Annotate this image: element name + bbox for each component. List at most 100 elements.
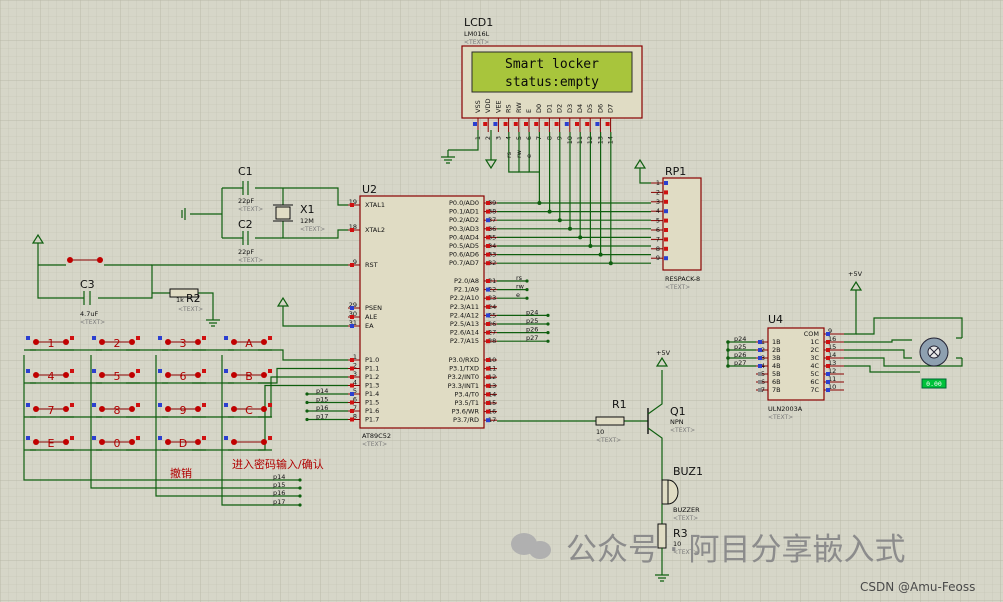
mcu-left-pin-state — [350, 315, 354, 319]
lcd-pin-state — [473, 122, 477, 126]
key-contact — [33, 372, 39, 378]
key-pin-state — [158, 403, 162, 407]
net-end-dot — [546, 331, 550, 335]
net-end-dot — [546, 322, 550, 326]
junction-dot — [547, 209, 552, 214]
keypad-key[interactable]: 8 — [92, 403, 140, 418]
key-contact — [165, 372, 171, 378]
net-end-dot — [298, 478, 302, 482]
u4-left-pin-name: 3B — [772, 354, 781, 362]
mcu-right-pin-name: P3.0/RXD — [449, 356, 479, 364]
key-contact — [99, 372, 105, 378]
keypad-key[interactable]: 7 — [26, 403, 74, 418]
mcu-left-pin-state — [350, 203, 354, 207]
mcu-right-pin-state — [486, 392, 490, 397]
mcu-left-pin-number: 9 — [353, 258, 357, 266]
lcd-pin-name: D7 — [607, 104, 615, 113]
keypad-key[interactable]: 6 — [158, 369, 206, 384]
r2-resistor — [169, 288, 199, 298]
keypad-key[interactable]: 2 — [92, 336, 140, 351]
mcu-left-pin-number: 7 — [353, 404, 357, 412]
keypad-key[interactable]: 3 — [158, 336, 206, 351]
junction-dot — [598, 252, 603, 257]
keypad-key[interactable]: 1 — [26, 336, 74, 351]
keypad-key[interactable]: B — [224, 369, 272, 384]
rp1-pin-number: 9 — [656, 254, 660, 262]
mcu-left-pin-number: 1 — [353, 353, 357, 361]
lcd-pin-state — [493, 122, 498, 126]
u4-left-pin-name: 4B — [772, 362, 781, 370]
mcu-left-pin-name: P1.6 — [365, 407, 379, 415]
u4-left-pin-state — [758, 364, 762, 368]
stepper-motor[interactable]: 0.00 — [844, 317, 963, 389]
buz1-ref: BUZ1 — [673, 465, 703, 478]
key-contact — [261, 372, 267, 378]
watermark-text: 公众号 · 阿目分享嵌入式 — [566, 532, 906, 568]
keypad-key[interactable] — [224, 436, 272, 451]
keypad-key[interactable]: 9 — [158, 403, 206, 418]
mcu-right-pin-state — [486, 409, 490, 414]
mcu-left-pin-number: 31 — [349, 319, 357, 327]
lcd-pin-name: RS — [505, 104, 513, 113]
u4-input-net: p27 — [734, 359, 746, 367]
mcu-left-pin-number: 8 — [353, 413, 357, 421]
p2-net-label: p25 — [526, 317, 538, 325]
keypad-key[interactable]: D — [158, 436, 206, 451]
u4-model: ULN2003A — [768, 405, 803, 413]
rp1-pin-number: 6 — [656, 226, 660, 234]
mcu-right-pin-name: P0.2/AD2 — [449, 216, 479, 224]
mcu-right-pin-number: 28 — [488, 337, 496, 345]
keypad-key[interactable]: E — [26, 436, 74, 451]
keypad-key[interactable]: 0 — [92, 436, 140, 451]
lcd-ctrl-net: rw — [515, 149, 523, 158]
keypad-key[interactable]: C — [224, 403, 272, 418]
key-pin-state — [26, 369, 30, 373]
lcd-pin-state — [513, 122, 518, 126]
mcu-left-pin-number: 29 — [349, 301, 357, 309]
u4-right-pin-name: 5C — [810, 370, 819, 378]
u4-right-pin-name: 4C — [810, 362, 819, 370]
key-label: 1 — [48, 337, 55, 350]
mcu-model: AT89C52 — [362, 432, 391, 440]
keypad-key[interactable]: 5 — [92, 369, 140, 384]
crystal-circuit[interactable]: C1 22pF <TEXT> C2 22pF <TEXT> X1 12M <TE… — [181, 165, 348, 264]
key-contact — [99, 406, 105, 412]
mcu-left-pin-name: XTAL2 — [365, 226, 385, 234]
reset-circuit[interactable]: C3 4.7uF <TEXT> R2 1k <TEXT> — [31, 233, 348, 327]
key-label: D — [179, 437, 187, 450]
mcu-right-pin-name: P3.4/T0 — [454, 390, 479, 398]
keypad-key[interactable]: A — [224, 336, 272, 351]
rp1-pin-state — [664, 228, 668, 232]
keypad-col-wire — [23, 355, 300, 481]
mcu-right-pin-number: 36 — [488, 225, 496, 233]
lcd-pin-name: E — [525, 109, 533, 113]
u4-right-pin-number: 9 — [828, 327, 832, 335]
u4-body — [767, 327, 825, 401]
key-label: 2 — [114, 337, 121, 350]
p2-net-label: e — [516, 291, 520, 299]
key-pin-state — [92, 436, 96, 440]
u4-right-pin-name: COM — [804, 330, 819, 338]
rp1-pin-state — [664, 246, 668, 251]
mcu-right-pin-name: P0.0/AD0 — [449, 199, 479, 207]
key-pin-state — [26, 436, 30, 440]
key-label: 5 — [114, 370, 121, 383]
q1-type: NPN — [670, 418, 684, 426]
mcu-right-pin-name: P2.1/A9 — [454, 286, 479, 294]
c3-ref: C3 — [80, 278, 95, 291]
key-pin-state — [268, 336, 272, 340]
mcu-right-pin-number: 37 — [488, 216, 496, 224]
key-pin-state — [158, 369, 162, 373]
mcu-left-pin-state — [350, 400, 354, 405]
keypad-key[interactable]: 4 — [26, 369, 74, 384]
key-pin-state — [26, 403, 30, 407]
net-end-dot — [298, 503, 302, 507]
key-pin-state — [224, 436, 228, 440]
buzzer-circuit[interactable]: R1 10 <TEXT> Q1 NPN <TEXT> +5V BUZ1 BUZZ… — [497, 349, 703, 582]
